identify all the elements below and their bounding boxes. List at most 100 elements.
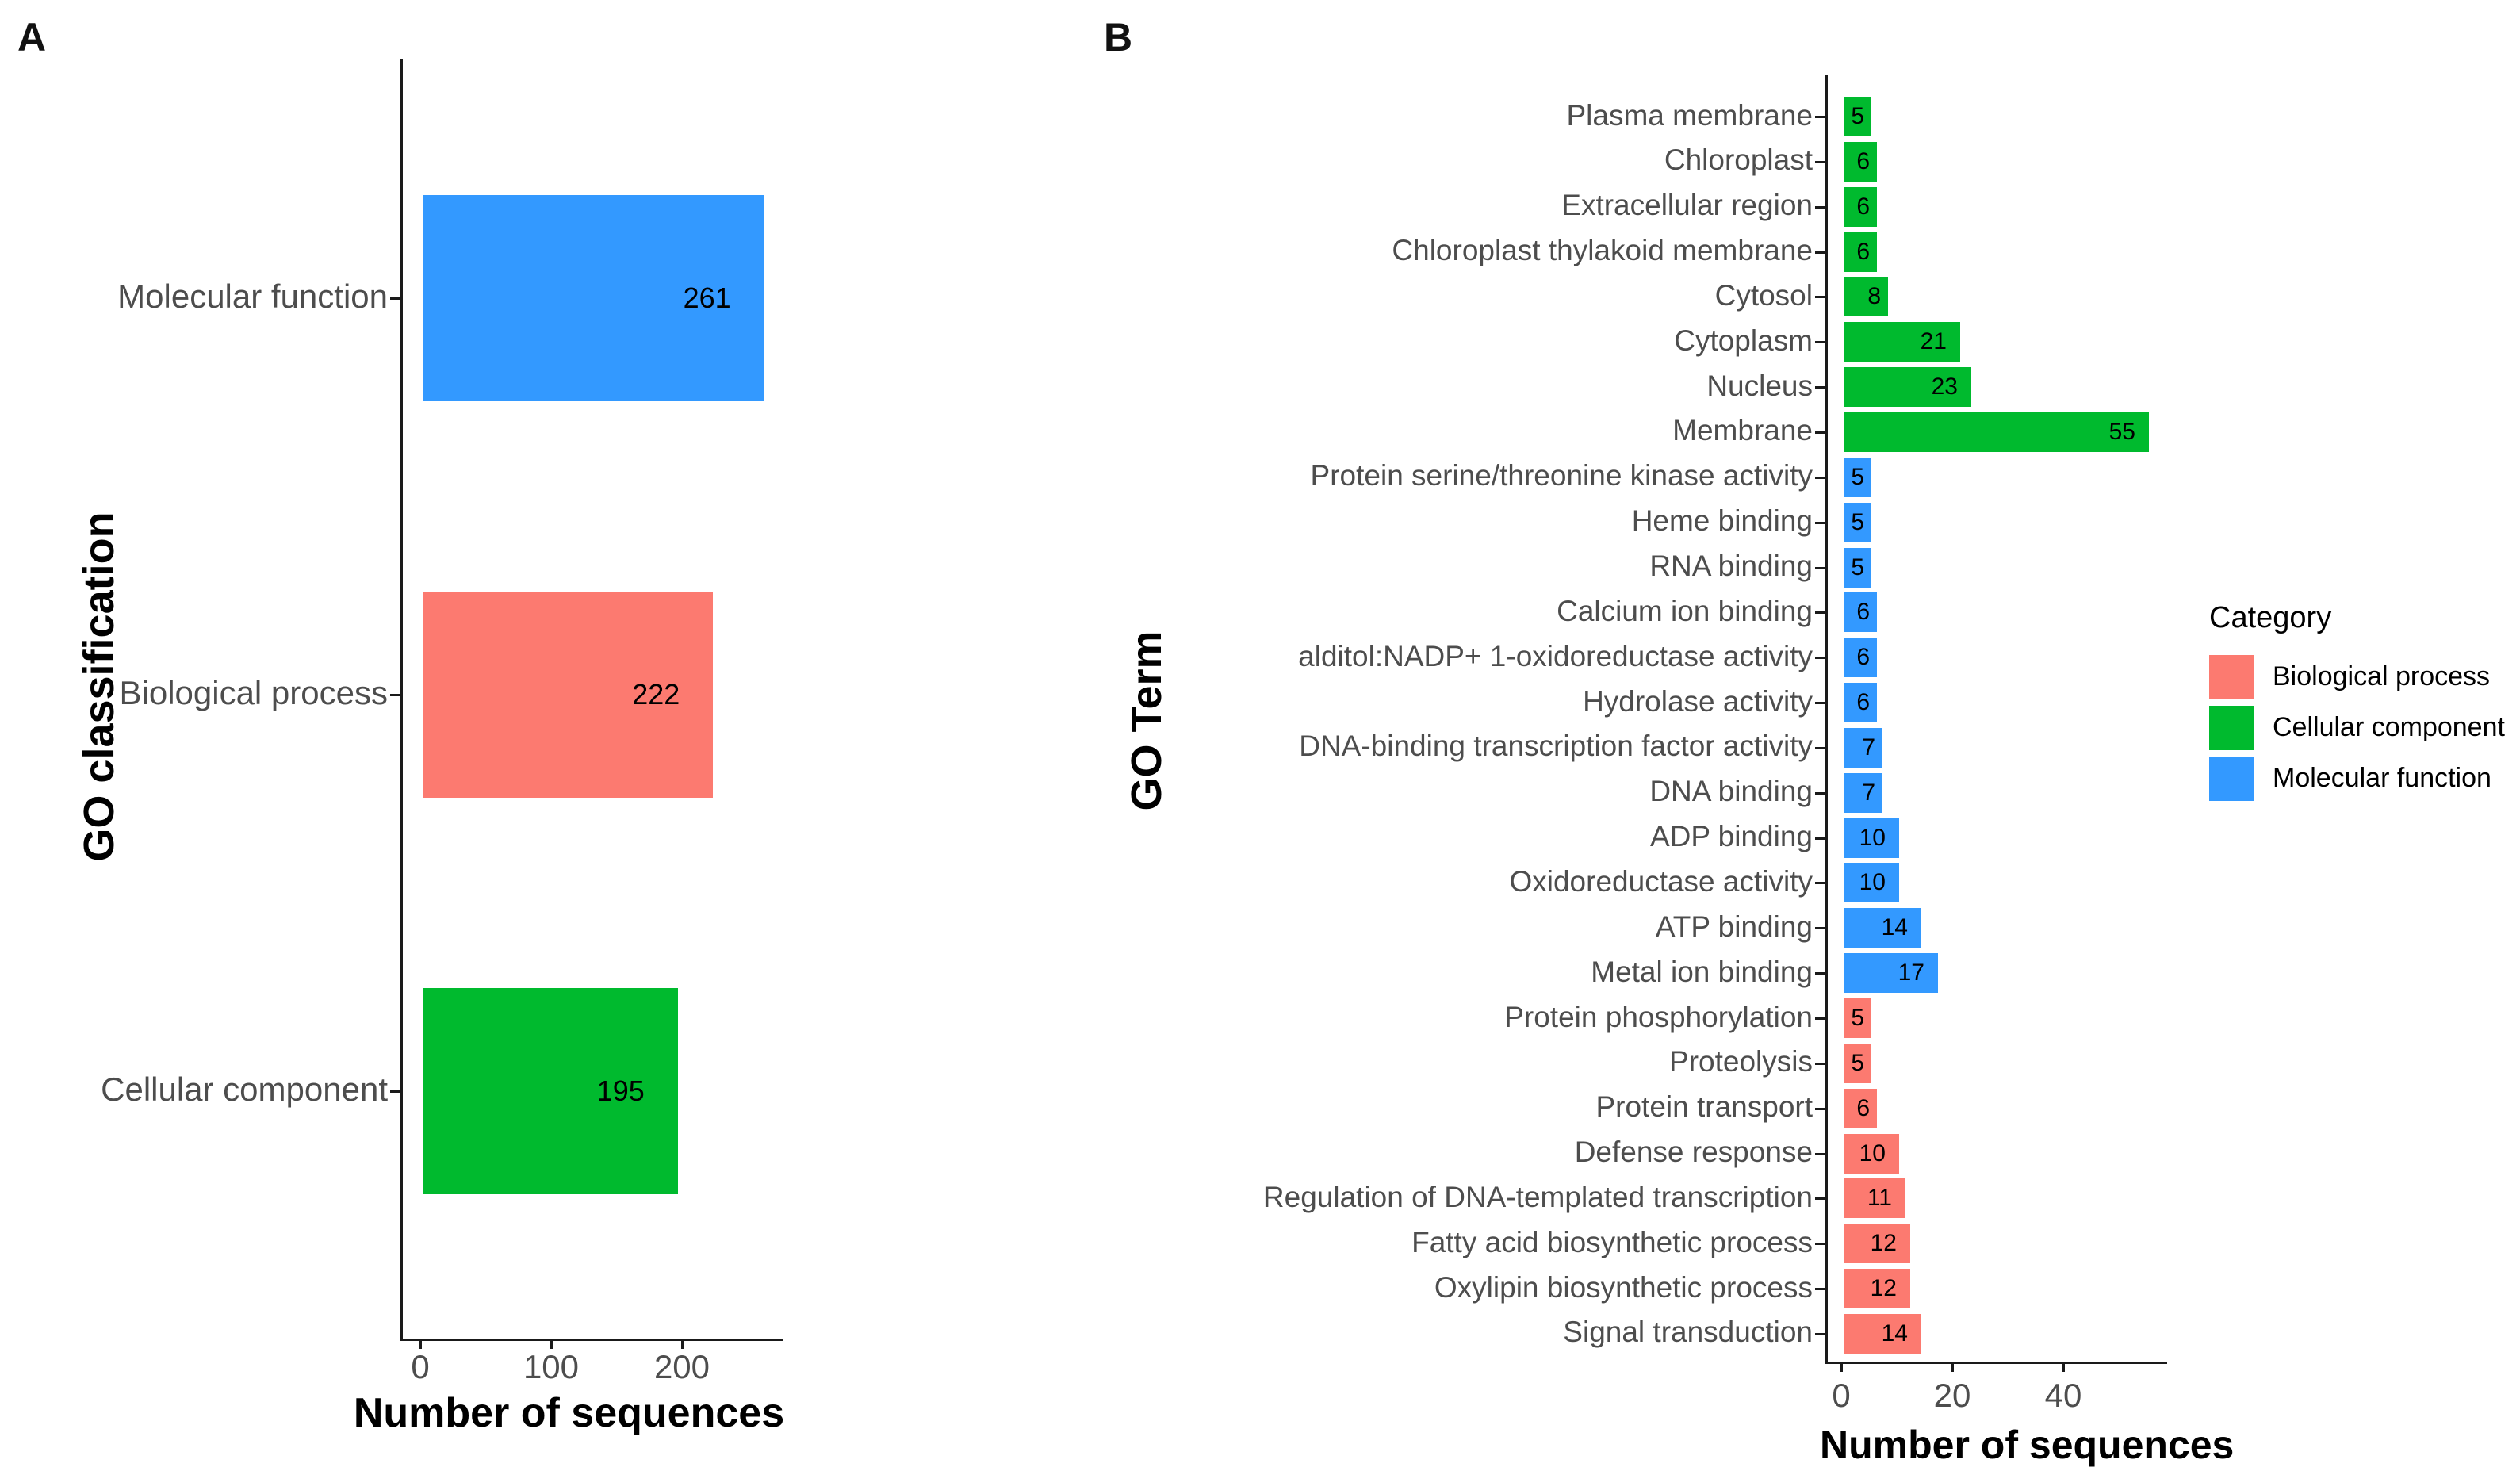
x-tick-label: 0 <box>1832 1377 1851 1414</box>
category-label: Metal ion binding <box>1591 955 1813 988</box>
x-tick-label: 0 <box>411 1348 430 1385</box>
y-tick-mark <box>1815 1243 1825 1246</box>
x-tick-mark <box>550 1339 553 1349</box>
bar: 10 <box>1844 863 1899 903</box>
x-tick-mark <box>419 1339 422 1349</box>
y-tick-mark <box>1815 1062 1825 1065</box>
bar-value-label: 10 <box>1859 1140 1886 1166</box>
category-label: Plasma membrane <box>1566 98 1813 132</box>
bar: 195 <box>423 988 678 1194</box>
bar: 7 <box>1844 727 1882 768</box>
bar: 10 <box>1844 818 1899 858</box>
legend-entry: Biological process <box>2209 654 2520 699</box>
category-label: Fatty acid biosynthetic process <box>1411 1225 1813 1258</box>
y-tick-mark <box>1815 1288 1825 1291</box>
bar: 7 <box>1844 772 1882 813</box>
y-tick-mark <box>1815 1332 1825 1335</box>
bar-value-label: 11 <box>1867 1185 1892 1212</box>
bar-value-label: 23 <box>1931 373 1958 400</box>
bar: 6 <box>1844 683 1877 723</box>
bar: 17 <box>1844 953 1938 994</box>
bar-value-label: 6 <box>1856 689 1870 716</box>
bar-value-label: 5 <box>1851 103 1864 129</box>
category-label: Protein phosphorylation <box>1504 1000 1813 1033</box>
legend-title: Category <box>2209 601 2332 634</box>
bar: 5 <box>1844 1043 1871 1083</box>
category-label: ADP binding <box>1649 820 1813 853</box>
bar: 12 <box>1844 1269 1910 1309</box>
bar: 55 <box>1844 412 2149 452</box>
bar: 8 <box>1844 277 1888 317</box>
bar: 6 <box>1844 592 1877 633</box>
y-tick-mark <box>1815 431 1825 434</box>
bar-value-label: 14 <box>1881 1320 1908 1347</box>
category-label: Hydrolase activity <box>1583 684 1813 718</box>
x-tick-mark <box>1840 1362 1843 1372</box>
category-label: Molecular function <box>117 278 388 315</box>
bar-value-label: 12 <box>1870 1275 1897 1302</box>
bar-value-label: 5 <box>1851 508 1864 535</box>
x-tick-mark <box>1951 1362 1954 1372</box>
category-label: Signal transduction <box>1563 1316 1813 1349</box>
legend-entry-label: Cellular component <box>2273 712 2505 742</box>
bar-value-label: 10 <box>1859 869 1886 896</box>
y-tick-mark <box>1815 476 1825 479</box>
category-label: DNA binding <box>1649 775 1813 808</box>
y-tick-mark <box>1815 296 1825 299</box>
bar: 5 <box>1844 998 1871 1038</box>
y-tick-mark <box>1815 657 1825 660</box>
y-tick-mark <box>1815 791 1825 795</box>
bar: 12 <box>1844 1224 1910 1264</box>
y-tick-mark <box>1815 972 1825 975</box>
bar: 10 <box>1844 1133 1899 1174</box>
bar: 5 <box>1844 502 1871 542</box>
y-tick-mark <box>1815 251 1825 254</box>
category-label: Defense response <box>1574 1136 1813 1169</box>
x-tick-label: 200 <box>653 1348 710 1385</box>
bar-value-label: 6 <box>1856 238 1870 265</box>
category-label: Chloroplast <box>1664 144 1813 177</box>
category-label: Cytoplasm <box>1674 324 1813 357</box>
y-tick-mark <box>1815 702 1825 705</box>
legend-swatch <box>2209 756 2254 801</box>
bar-value-label: 5 <box>1851 463 1864 490</box>
category-label: Protein transport <box>1595 1090 1813 1124</box>
category-label: Biological process <box>119 674 388 711</box>
category-label: Oxylipin biosynthetic process <box>1434 1270 1813 1304</box>
y-tick-mark <box>1815 611 1825 615</box>
y-tick-mark <box>1815 1152 1825 1155</box>
y-tick-mark <box>1815 160 1825 163</box>
bar: 14 <box>1844 908 1921 948</box>
legend-entry: Cellular component <box>2209 705 2520 750</box>
bar-value-label: 6 <box>1856 644 1870 671</box>
bar-value-label: 7 <box>1862 734 1875 760</box>
bar-value-label: 21 <box>1920 328 1947 355</box>
bar-value-label: 5 <box>1851 554 1864 580</box>
y-tick-mark <box>1815 566 1825 569</box>
bar: 5 <box>1844 547 1871 588</box>
y-tick-mark <box>1815 1017 1825 1020</box>
bar: 5 <box>1844 97 1871 136</box>
bar-value-label: 5 <box>1851 1005 1864 1031</box>
bar: 6 <box>1844 186 1877 227</box>
bar-value-label: 12 <box>1870 1230 1897 1257</box>
bar: 222 <box>423 592 714 798</box>
category-label: Cytosol <box>1714 278 1813 312</box>
x-tick-label: 40 <box>2044 1377 2082 1414</box>
x-tick-label: 100 <box>523 1348 580 1385</box>
y-tick-mark <box>1815 882 1825 885</box>
bar-value-label: 261 <box>683 282 731 314</box>
y-tick-mark <box>1815 746 1825 749</box>
bar: 6 <box>1844 141 1877 182</box>
category-label: Nucleus <box>1706 369 1813 402</box>
bar-value-label: 5 <box>1851 1049 1864 1076</box>
x-tick-mark <box>2062 1362 2065 1372</box>
bar: 261 <box>423 195 764 401</box>
bar-value-label: 6 <box>1856 193 1870 220</box>
bar: 21 <box>1844 322 1960 362</box>
bar: 14 <box>1844 1313 1921 1354</box>
category-label: Cellular component <box>101 1071 388 1108</box>
bar-value-label: 17 <box>1898 960 1924 986</box>
y-tick-mark <box>390 297 400 300</box>
